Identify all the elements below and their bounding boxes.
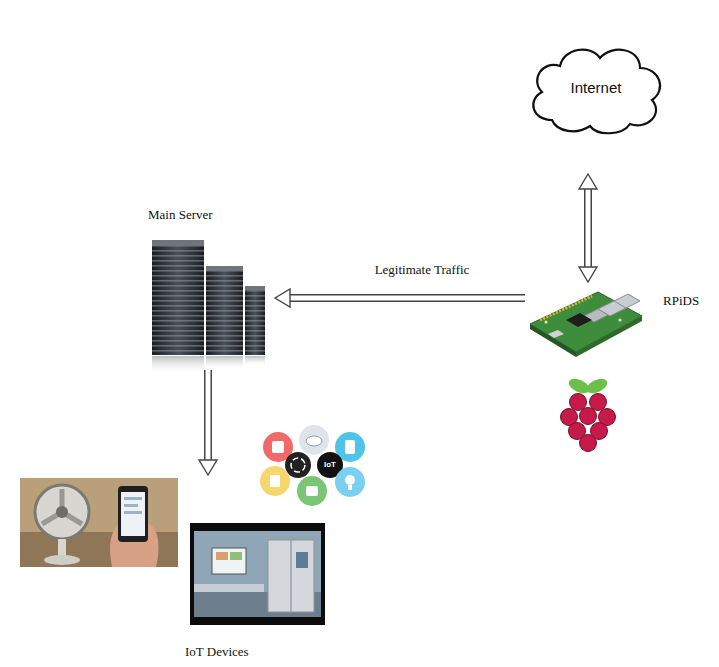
- smart-fridge-photo-part: [190, 523, 325, 625]
- iot-icon-cluster-part: [285, 452, 311, 478]
- raspberry-logo-part: [580, 408, 597, 425]
- fan-phone-photo-part: [124, 497, 142, 500]
- arrow-head: [579, 267, 597, 282]
- node-label: RPiDS: [663, 293, 699, 309]
- raspberry-pi-board-part: [618, 318, 621, 321]
- arrow-head: [579, 174, 597, 189]
- fan-phone-photo-part: [118, 486, 148, 542]
- fan-phone-photo: [20, 478, 178, 567]
- cloud-shape: [533, 50, 660, 134]
- ids-node: RPiDS: [528, 285, 713, 450]
- fan-phone-photo-part: [56, 506, 68, 518]
- smart-fridge-photo-part: [268, 540, 314, 612]
- raspberry-logo-part: [590, 394, 607, 411]
- smart-fridge-photo-part: [194, 584, 264, 592]
- iot-icon-cluster-part: [299, 425, 329, 455]
- server-illustration-part: [206, 266, 243, 355]
- arrow-head: [275, 289, 290, 307]
- hollow-arrow: [199, 370, 217, 475]
- raspberry-pi-board-part: [566, 313, 592, 327]
- iot-icon-cluster-part: [348, 485, 352, 490]
- raspberry-pi-board: [530, 292, 642, 357]
- server-illustration-part: [152, 240, 204, 246]
- arrow-head: [199, 460, 217, 475]
- arrow-shaft-inner: [288, 296, 525, 301]
- server-illustration: [152, 240, 265, 374]
- smart-fridge-photo-part: [212, 548, 246, 574]
- arrow-shaft-inner: [586, 187, 591, 269]
- iot-icon-cluster-part: [335, 467, 365, 497]
- icon-label: IoT: [324, 461, 336, 469]
- server-illustration-part: [245, 286, 265, 290]
- iot-icon-cluster-part: [345, 475, 355, 485]
- raspberry-pi-board-part: [530, 324, 576, 357]
- fan-phone-photo-part: [121, 492, 145, 536]
- smart-fridge-photo-part: [194, 531, 321, 617]
- hollow-arrow: [579, 174, 597, 282]
- arrow-shaft-outline: [584, 187, 592, 269]
- raspberry-pi-board-part: [548, 330, 564, 338]
- edge-label: Legitimate Traffic: [373, 262, 472, 278]
- raspberry-pi-board-part: [544, 320, 547, 323]
- iot-icon-cluster-part: [260, 466, 290, 496]
- iot-icon-cluster-part: [306, 486, 318, 496]
- fan-phone-photo-part: [124, 511, 142, 514]
- fan-phone-photo-part: [44, 555, 80, 565]
- iot-icon-cluster-part: [306, 436, 322, 446]
- arrow-shaft-outline: [204, 370, 212, 462]
- server-illustration-part: [206, 266, 243, 271]
- raspberry-pi-board-part: [540, 296, 592, 320]
- iot-icon-cluster-part: [345, 440, 355, 454]
- server-illustration-part: [152, 240, 204, 355]
- node-label: Internet: [571, 79, 622, 97]
- server-illustration-part: [206, 356, 243, 370]
- fan-phone-photo-part: [35, 485, 89, 539]
- server-illustration-part: [206, 266, 243, 355]
- fan-phone-photo-part: [20, 478, 178, 567]
- arrow-shaft-outline: [288, 294, 525, 302]
- smart-fridge-photo-part: [290, 540, 291, 612]
- iot-icon-cluster-part: [291, 458, 305, 472]
- node-label: Main Server: [148, 207, 213, 223]
- server-illustration-part: [152, 356, 204, 374]
- hollow-arrow: [275, 289, 525, 307]
- iot-icon-cluster-part: [272, 441, 284, 453]
- raspberry-pi-board-part: [530, 292, 642, 352]
- smart-fridge-photo-part: [296, 552, 308, 568]
- server-illustration-part: [245, 356, 265, 366]
- smart-fridge-photo: [190, 523, 325, 625]
- iot-icon-cluster-part: [270, 475, 280, 487]
- raspberry-logo: [561, 376, 616, 452]
- fan-phone-photo-part: [124, 504, 138, 507]
- raspberry-logo-part: [580, 435, 597, 452]
- server-illustration-part: [245, 286, 265, 355]
- iot-icon-cluster: [260, 425, 365, 506]
- node-label: IoT Devices: [185, 644, 249, 660]
- smart-fridge-photo-part: [230, 552, 242, 560]
- raspberry-logo-part: [570, 394, 587, 411]
- smart-fridge-photo-part: [216, 552, 228, 560]
- server-illustration-part: [152, 240, 204, 355]
- iot-icon-cluster-part: [297, 476, 327, 506]
- server-illustration-part: [245, 286, 265, 355]
- device-group: IoT Devices: [15, 478, 335, 664]
- server-node: Main Server: [145, 205, 270, 362]
- arrow-shaft-inner: [206, 370, 211, 462]
- cloud-node: Internet: [522, 40, 670, 136]
